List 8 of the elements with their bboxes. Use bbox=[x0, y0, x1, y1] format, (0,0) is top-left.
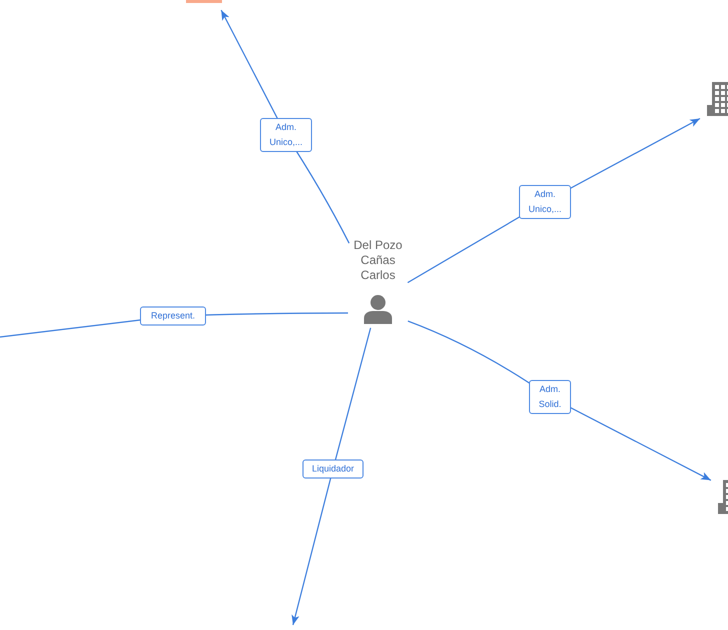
edge-label: Adm. Unico,... bbox=[519, 185, 571, 219]
edge-label: Liquidador bbox=[302, 460, 364, 478]
arrow bbox=[292, 328, 372, 626]
entity-box bbox=[186, 0, 222, 3]
edge-label: Represent. bbox=[140, 306, 206, 326]
person-name: Del Pozo Cañas Carlos bbox=[352, 238, 404, 283]
edge-label: Adm. Unico,... bbox=[260, 118, 312, 152]
edge-label: Adm. Solid. bbox=[529, 380, 571, 414]
